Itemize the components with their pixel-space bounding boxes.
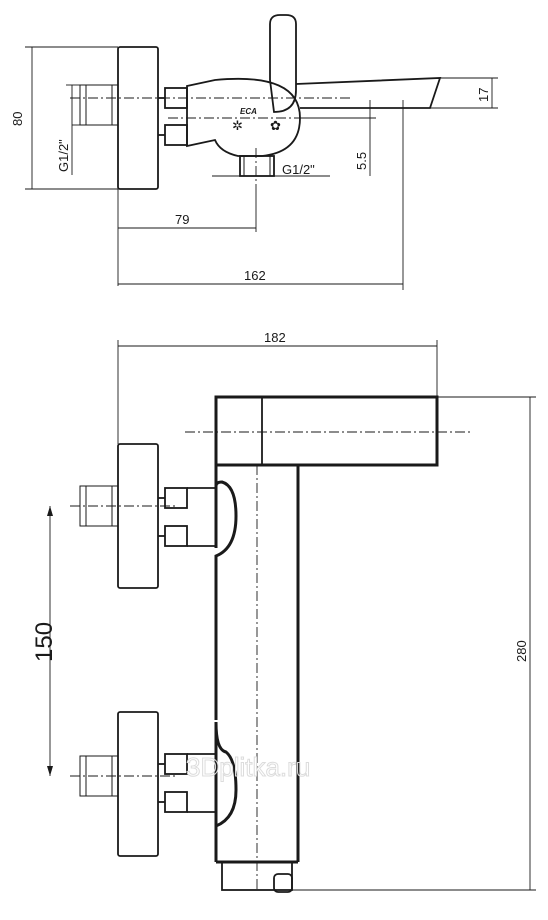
svg-text:182: 182 [264, 330, 286, 345]
wall-flange [117, 46, 159, 190]
svg-text:17: 17 [476, 88, 491, 102]
hot-symbol-icon: ✿ [270, 118, 281, 133]
spout [295, 77, 442, 109]
cold-symbol-icon: ✲ [232, 118, 243, 133]
lever-handle [269, 14, 297, 113]
dim-outlet-offset: 5.5 [300, 100, 376, 176]
svg-text:150: 150 [31, 622, 58, 662]
dim-width-182: 182 [117, 330, 438, 444]
svg-text:G1/2": G1/2" [56, 139, 71, 172]
spout-housing [214, 395, 439, 467]
lower-valve-bulge [214, 721, 238, 828]
front-view: 182 [31, 330, 536, 893]
dim-centre-depth: 79 [117, 186, 257, 286]
svg-text:280: 280 [514, 640, 529, 662]
svg-text:79: 79 [175, 212, 189, 227]
dim-total-depth: 162 [118, 100, 404, 290]
dim-height-80: 80 [10, 46, 118, 190]
dim-spout-height: 17 [430, 77, 498, 109]
outlet-connector [239, 155, 275, 177]
brand-logo: ECA [240, 107, 257, 116]
outlet-nozzle-icon [273, 873, 293, 893]
svg-text:80: 80 [10, 112, 25, 126]
top-view: ECA ✲ ✿ 80 G1/2" G1/2" 5.5 [10, 14, 498, 290]
upper-valve-bulge [214, 480, 238, 720]
upper-wall-flange [117, 443, 159, 589]
dim-centres-150: 150 [31, 506, 58, 776]
svg-text:162: 162 [244, 268, 266, 283]
svg-text:G1/2": G1/2" [282, 162, 315, 177]
valve-body [186, 77, 301, 157]
lower-wall-flange [117, 711, 159, 857]
watermark: 3Dplitka.ru [186, 752, 310, 782]
svg-text:5.5: 5.5 [354, 152, 369, 170]
dim-total-height-280: 280 [292, 396, 536, 891]
dim-inlet-thread: G1/2" [56, 84, 80, 175]
dim-outlet-thread: G1/2" [212, 162, 330, 177]
inlet-connector [79, 84, 119, 126]
